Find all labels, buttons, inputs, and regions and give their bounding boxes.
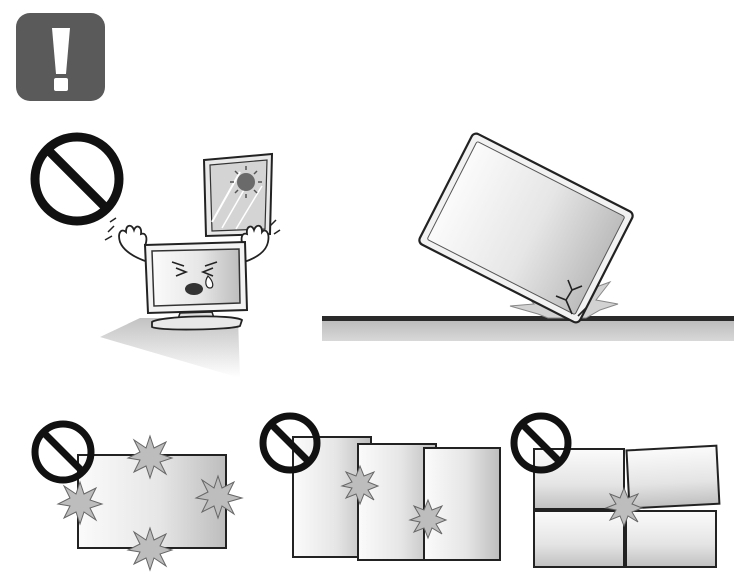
- floor-shadow: [100, 318, 240, 378]
- no-symbol-icon: [510, 412, 572, 474]
- crack-lines: [555, 279, 587, 317]
- sunny-window: [202, 152, 274, 238]
- scene-panel-overlap: [259, 412, 501, 561]
- no-symbol-icon: [30, 132, 124, 226]
- grid-panel-top-right: [625, 444, 721, 510]
- no-symbol-icon: [31, 420, 95, 484]
- scene-panel-corners: [31, 420, 244, 572]
- floor-slab: [322, 318, 734, 341]
- no-symbol-icon: [259, 412, 321, 474]
- grid-panel-top-left: [533, 448, 625, 510]
- overlap-bursts: [340, 464, 448, 540]
- scene-panel-grid: [510, 412, 721, 568]
- warning-badge: [16, 13, 105, 101]
- grid-panel-bottom-right: [625, 510, 717, 568]
- sun-icon: [230, 166, 262, 198]
- crying-tv: [143, 240, 249, 331]
- overlap-panel-right: [423, 447, 501, 561]
- scene-tv-sunlight: [30, 132, 281, 378]
- exclamation-icon: [52, 28, 70, 91]
- corner-bursts: [56, 434, 244, 572]
- grid-panel-bottom-left: [533, 510, 625, 568]
- grid-burst: [604, 486, 644, 528]
- tilted-panel-screen: [427, 141, 625, 315]
- shake-marks: [104, 217, 281, 241]
- scene-panel-drop: [322, 132, 734, 341]
